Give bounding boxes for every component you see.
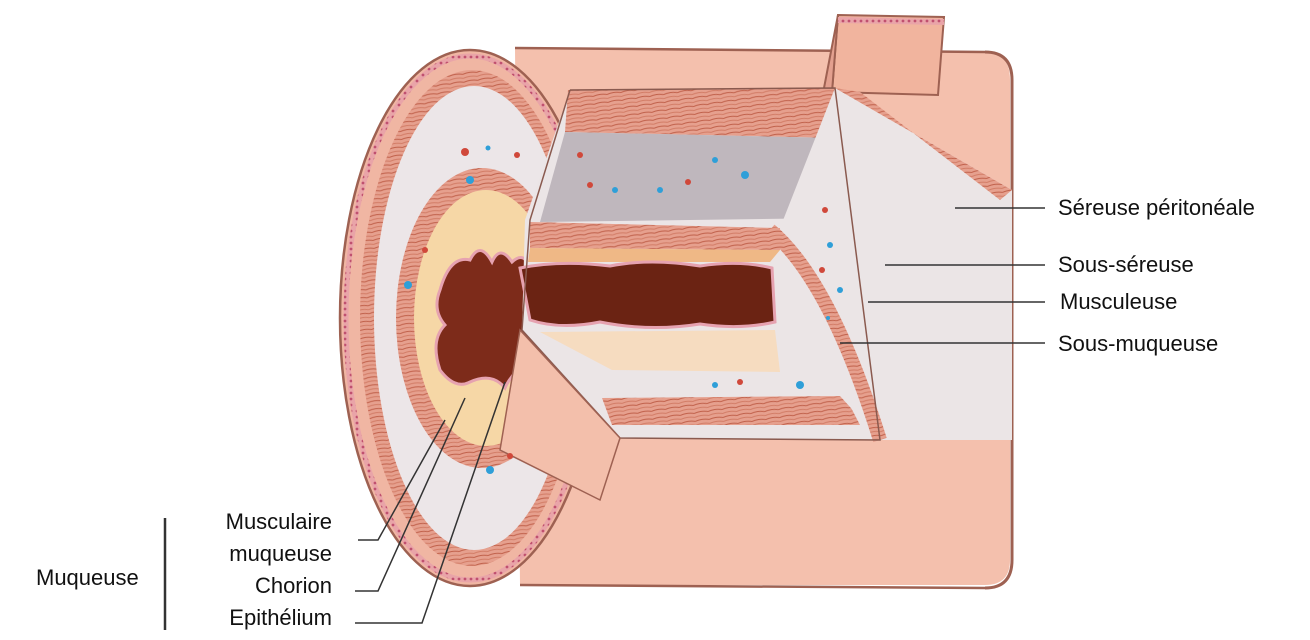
label-epithelium: Epithélium xyxy=(200,606,332,630)
label-sous-muqueuse: Sous-muqueuse xyxy=(1058,332,1218,356)
label-chorion: Chorion xyxy=(200,574,332,598)
label-musculeuse: Musculeuse xyxy=(1060,290,1177,314)
label-muqueuse: Muqueuse xyxy=(36,566,139,590)
opened-window xyxy=(500,88,1012,500)
label-musculaire: Musculaire xyxy=(200,510,332,534)
label-sereuse-peritoneale: Séreuse péritonéale xyxy=(1058,196,1255,220)
serosa-flap xyxy=(824,15,944,95)
label-muqueuse-line2: muqueuse xyxy=(200,542,332,566)
label-sous-sereuse: Sous-séreuse xyxy=(1058,253,1194,277)
